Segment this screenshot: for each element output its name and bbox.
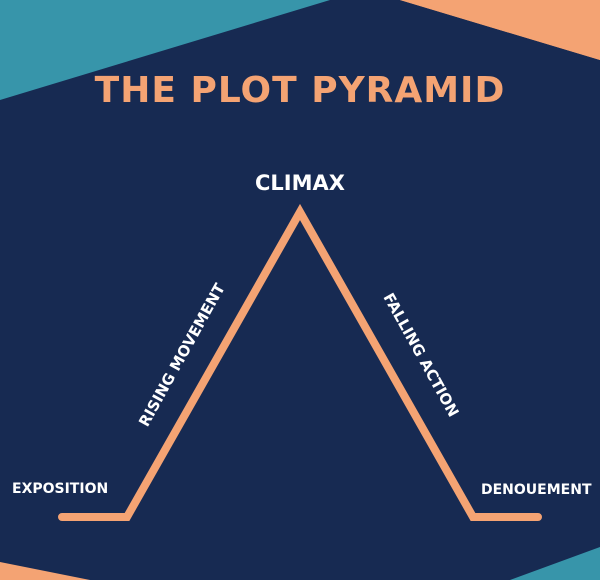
- climax-label: CLIMAX: [255, 171, 345, 195]
- exposition-label: EXPOSITION: [12, 481, 109, 497]
- diagram-title: THE PLOT PYRAMID: [94, 70, 506, 111]
- denouement-label: DENOUEMENT: [481, 482, 592, 498]
- top-left-teal-corner: [0, 0, 330, 100]
- bottom-right-teal-corner: [510, 547, 600, 580]
- plot-pyramid-line: [58, 203, 542, 521]
- bottom-left-orange-corner: [0, 562, 90, 580]
